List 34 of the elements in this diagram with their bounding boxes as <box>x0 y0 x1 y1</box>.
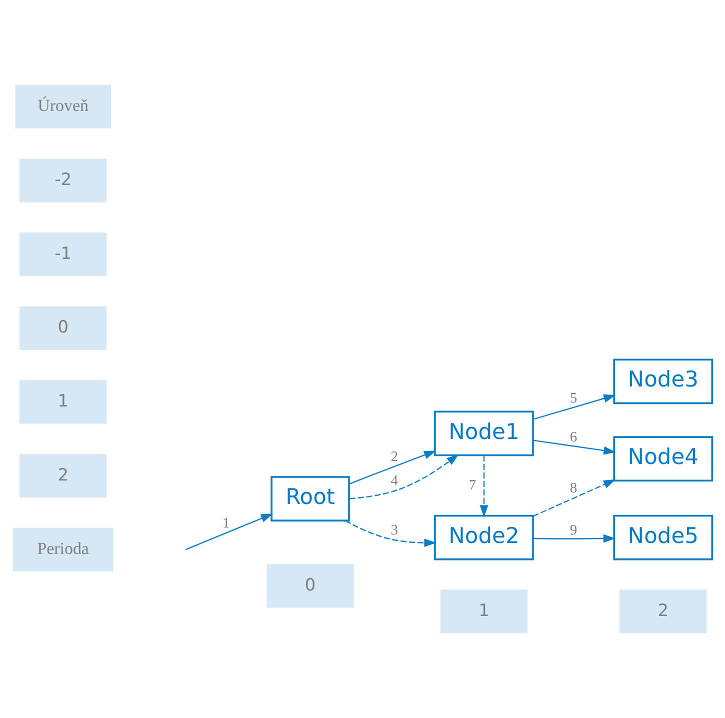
label: 2 <box>658 600 669 620</box>
label: -1 <box>54 242 72 263</box>
node-box: Node3 <box>613 358 714 404</box>
label: Úroveň <box>38 96 88 116</box>
node-box: Node5 <box>613 514 714 560</box>
arrow <box>532 394 616 420</box>
edge-label: 6 <box>570 429 578 446</box>
label: 1 <box>58 390 68 410</box>
arrow <box>349 454 459 500</box>
edge-label: 5 <box>570 390 578 407</box>
arrow <box>532 479 616 517</box>
arrow <box>344 520 436 548</box>
node-box: Node4 <box>613 436 714 482</box>
edge-label: 1 <box>222 515 230 532</box>
node-box: Root <box>270 476 350 522</box>
edge-label: 7 <box>468 477 476 494</box>
label: -2 <box>54 168 72 189</box>
label: 2 <box>58 464 68 484</box>
label: 0 <box>58 316 68 337</box>
edge-label: 4 <box>390 473 398 490</box>
edge-label: 2 <box>390 448 398 465</box>
edge-label: 3 <box>390 522 398 539</box>
label: Perioda <box>37 539 89 558</box>
node-box: Node2 <box>434 514 534 560</box>
arrow <box>185 514 274 550</box>
label: 1 <box>478 600 490 620</box>
edge-label: 8 <box>570 480 578 496</box>
label: 0 <box>304 574 316 594</box>
node-box: Node1 <box>434 410 534 456</box>
arrow <box>480 455 488 518</box>
arrow <box>349 450 436 484</box>
arrow <box>532 440 616 455</box>
edge-label: 9 <box>570 522 578 539</box>
arrow <box>533 534 616 543</box>
